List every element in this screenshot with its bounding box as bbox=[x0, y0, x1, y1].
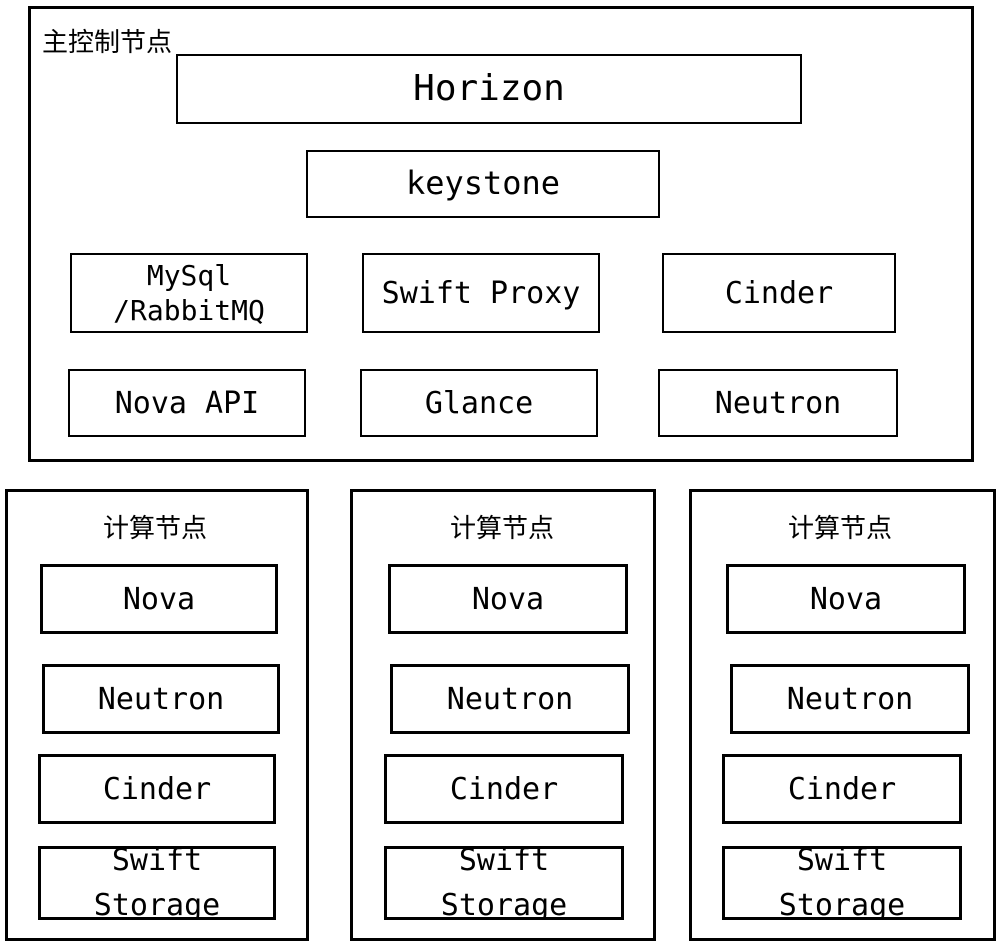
glance-label: Glance bbox=[424, 385, 534, 421]
compute-node-3-nova-box: Nova bbox=[726, 564, 966, 634]
compute-node-1-neutron-box: Neutron bbox=[42, 664, 280, 734]
compute-node-3-cinder-box: Cinder bbox=[722, 754, 962, 824]
mysql-rabbitmq-box: MySql /RabbitMQ bbox=[70, 253, 308, 333]
swift-proxy-box: Swift Proxy bbox=[362, 253, 600, 333]
horizon-label: Horizon bbox=[413, 67, 565, 109]
compute-node-2-cinder-box: Cinder bbox=[384, 754, 624, 824]
compute-node-1-neutron-label: Neutron bbox=[97, 681, 225, 717]
nova-api-label: Nova API bbox=[114, 385, 260, 421]
compute-node-2-swift-label: Swift bbox=[458, 846, 550, 878]
swift-proxy-label: Swift Proxy bbox=[381, 275, 581, 311]
compute-node-3-neutron-box: Neutron bbox=[730, 664, 970, 734]
compute-node-1-cinder-box: Cinder bbox=[38, 754, 276, 824]
compute-node-2-nova-label: Nova bbox=[471, 581, 545, 617]
keystone-box: keystone bbox=[306, 150, 660, 218]
keystone-label: keystone bbox=[405, 164, 561, 203]
compute-node-2-storage-label: Storage bbox=[440, 888, 568, 920]
compute-node-3-neutron-label: Neutron bbox=[786, 681, 914, 717]
compute-node-1-swift-label: Swift bbox=[111, 846, 203, 878]
master-cinder-label: Cinder bbox=[724, 275, 834, 311]
compute-node-1-swift-storage-box: Swift Storage bbox=[38, 846, 276, 920]
compute-node-1-nova-label: Nova bbox=[122, 581, 196, 617]
compute-node-3-title: 计算节点 bbox=[788, 514, 893, 544]
master-neutron-label: Neutron bbox=[714, 385, 842, 421]
compute-node-2-neutron-label: Neutron bbox=[446, 681, 574, 717]
master-cinder-box: Cinder bbox=[662, 253, 896, 333]
rabbitmq-label: /RabbitMQ bbox=[113, 294, 265, 327]
compute-node-1-cinder-label: Cinder bbox=[102, 771, 212, 807]
compute-node-2-neutron-box: Neutron bbox=[390, 664, 630, 734]
compute-node-3-storage-label: Storage bbox=[778, 888, 906, 920]
mysql-label: MySql bbox=[146, 259, 232, 292]
compute-node-1-title: 计算节点 bbox=[103, 514, 208, 544]
compute-node-2-title: 计算节点 bbox=[450, 514, 555, 544]
compute-node-1-nova-box: Nova bbox=[40, 564, 278, 634]
nova-api-box: Nova API bbox=[68, 369, 306, 437]
compute-node-3-cinder-label: Cinder bbox=[787, 771, 897, 807]
horizon-box: Horizon bbox=[176, 54, 802, 124]
glance-box: Glance bbox=[360, 369, 598, 437]
compute-node-3-swift-label: Swift bbox=[796, 846, 888, 878]
master-neutron-box: Neutron bbox=[658, 369, 898, 437]
compute-node-1-storage-label: Storage bbox=[93, 888, 221, 920]
compute-node-2-nova-box: Nova bbox=[388, 564, 628, 634]
compute-node-3-nova-label: Nova bbox=[809, 581, 883, 617]
compute-node-2-cinder-label: Cinder bbox=[449, 771, 559, 807]
compute-node-2-swift-storage-box: Swift Storage bbox=[384, 846, 624, 920]
master-node-title: 主控制节点 bbox=[42, 28, 173, 58]
compute-node-3-swift-storage-box: Swift Storage bbox=[722, 846, 962, 920]
